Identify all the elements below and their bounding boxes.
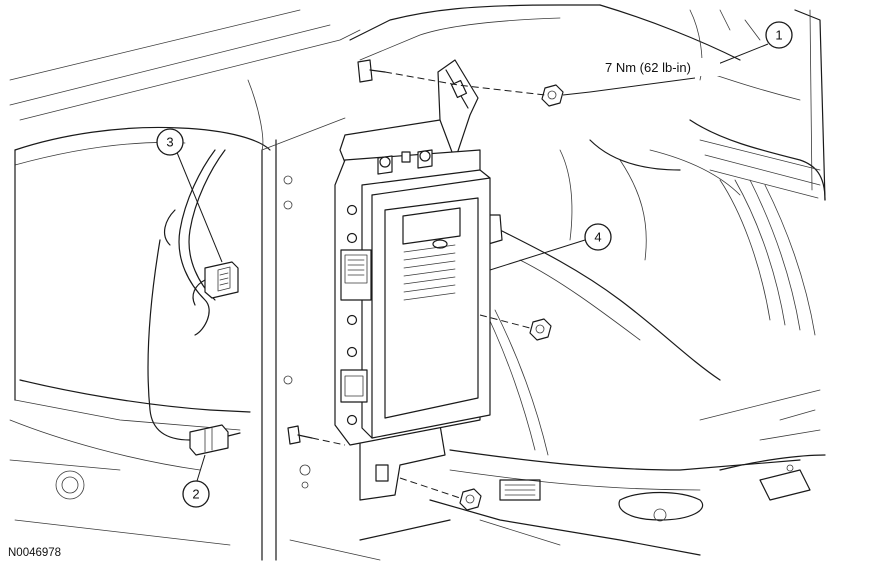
callout-2-label: 2 [192,487,199,502]
vehicle-body-structure [9,4,826,561]
fasteners [287,59,564,511]
nut-upper [541,84,564,107]
callout-4: 4 [584,223,612,251]
callout-3: 3 [156,128,184,156]
callout-4-label: 4 [594,230,601,245]
callout-2: 2 [182,480,210,508]
stud-lower [287,425,313,445]
callout-3-label: 3 [166,135,173,150]
electrical-connector-2 [189,424,241,456]
callout-leaders [175,43,769,482]
stud-upper [357,59,386,83]
electrical-connector-3 [192,261,239,306]
module-assembly [334,149,491,446]
callout-1: 1 [765,21,793,49]
nut-lower [459,488,482,511]
callout-1-label: 1 [775,28,782,43]
nut-middle [529,318,552,341]
figure-id: N0046978 [8,547,61,559]
torque-spec-label: 7 Nm (62 lb-in) [605,60,691,75]
